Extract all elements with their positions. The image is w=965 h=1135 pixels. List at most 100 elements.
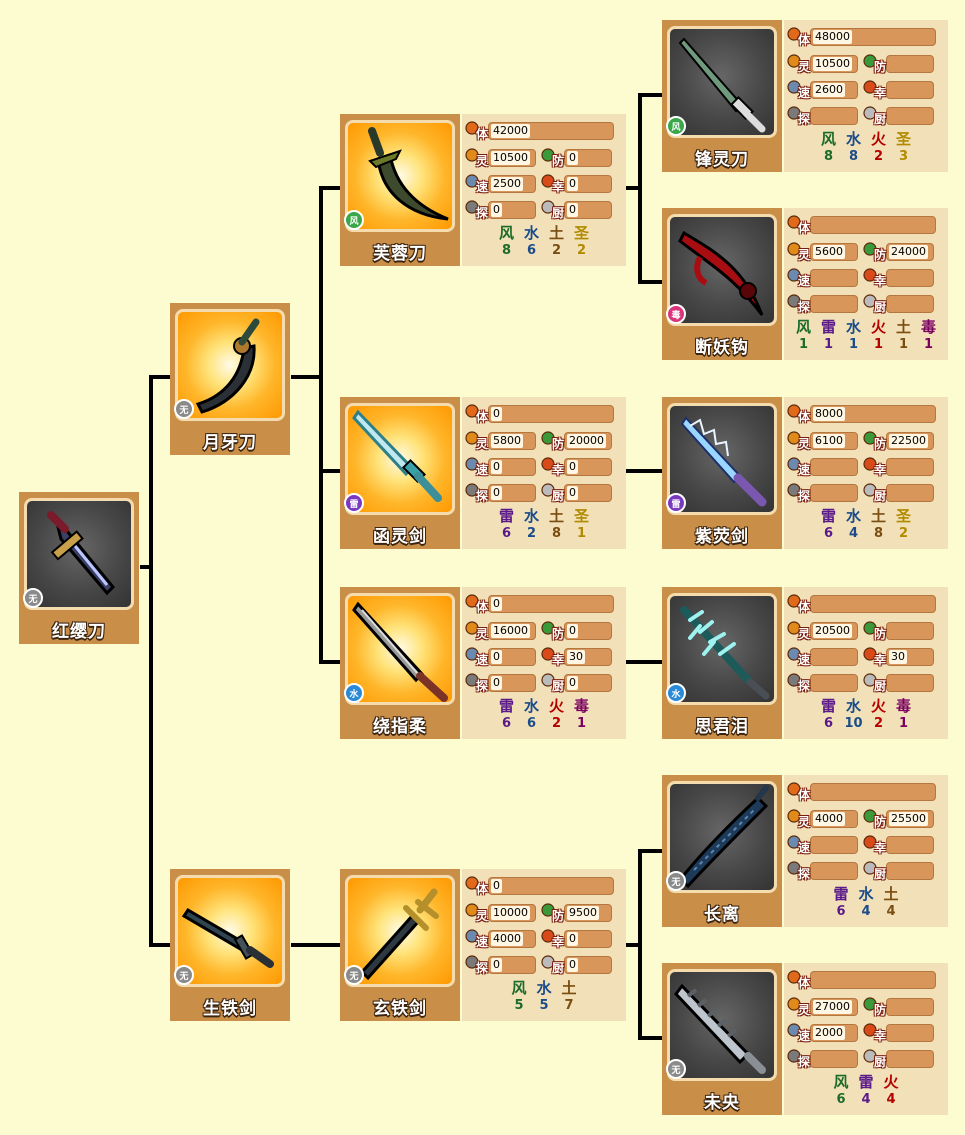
element-value: 6	[501, 716, 512, 731]
stat-label: 体	[797, 976, 810, 990]
element-name: 雷	[498, 507, 514, 525]
weapon-card-sijun[interactable]: 水 思君泪	[662, 587, 782, 739]
element-badge: 无	[344, 965, 364, 985]
stat-ti-value	[810, 216, 936, 234]
stat-ti-value: 0	[488, 595, 614, 613]
stat-tan-icon: 探	[786, 672, 810, 694]
stat-label: 体	[475, 127, 488, 141]
stat-label: 幸	[873, 841, 886, 855]
element-badge: 雷	[344, 493, 364, 513]
weapon-image-frame	[667, 26, 777, 138]
stat-label: 灵	[797, 248, 810, 262]
weapon-card-changli[interactable]: 无 长离	[662, 775, 782, 927]
element-name: 水	[536, 979, 552, 997]
stat-label: 速	[475, 463, 488, 477]
stat-fang-icon: 防	[862, 430, 886, 452]
element-value: 8	[551, 526, 562, 541]
element-badge: 无	[666, 871, 686, 891]
weapon-card-hanling[interactable]: 雷 函灵剑	[340, 397, 460, 549]
stat-label: 体	[797, 788, 810, 802]
weapon-card-raozhi[interactable]: 水 绕指柔	[340, 587, 460, 739]
stat-su-value	[810, 269, 858, 287]
stat-ti-value: 0	[488, 405, 614, 423]
weapon-image-frame	[24, 498, 134, 610]
stat-label: 灵	[797, 60, 810, 74]
stat-label: 体	[797, 410, 810, 424]
stat-ling-value: 4000	[810, 810, 858, 828]
element-name: 毒	[573, 697, 589, 715]
weapon-name: 断妖钩	[695, 338, 749, 358]
weapon-card-hongying[interactable]: 无 红缨刀	[19, 492, 139, 644]
stat-chu-value	[886, 1050, 934, 1068]
weapon-card-duanyao[interactable]: 毒 断妖钩	[662, 208, 782, 360]
stat-ling-icon: 灵	[786, 808, 810, 830]
stat-chu-value: 0	[564, 484, 612, 502]
stat-label: 灵	[797, 1003, 810, 1017]
stat-ti-value: 48000	[810, 28, 936, 46]
stat-chu-icon: 厨	[540, 672, 564, 694]
sword-icon	[348, 406, 452, 512]
stat-label: 厨	[873, 679, 886, 693]
stat-label: 厨	[551, 489, 564, 503]
stat-label: 探	[475, 961, 488, 975]
stat-ling-icon: 灵	[786, 430, 810, 452]
weapon-card-ziying[interactable]: 雷 紫荧剑	[662, 397, 782, 549]
stat-ti-icon: 体	[464, 875, 488, 897]
weapon-name: 绕指柔	[373, 717, 427, 737]
dagger-icon	[27, 501, 131, 607]
element-value: 3	[898, 149, 909, 164]
weapon-name: 未央	[704, 1093, 740, 1113]
stat-label: 幸	[551, 653, 564, 667]
stat-label: 厨	[551, 206, 564, 220]
element-value: 1	[873, 337, 884, 352]
stat-fang-icon: 防	[540, 620, 564, 642]
weapon-card-fengling[interactable]: 风 锋灵刀	[662, 20, 782, 172]
element-name: 雷	[858, 1073, 874, 1091]
stat-su-value: 0	[488, 458, 536, 476]
stat-label: 幸	[551, 463, 564, 477]
weapon-card-shengtie[interactable]: 无 生铁剑	[170, 869, 290, 1021]
element-name: 风	[511, 979, 527, 997]
stat-ti-icon: 体	[464, 403, 488, 425]
stat-xing-icon: 幸	[540, 456, 564, 478]
stat-chu-icon: 厨	[862, 293, 886, 315]
weapon-card-furong[interactable]: 风 芙蓉刀	[340, 114, 460, 266]
element-value: 6	[526, 716, 537, 731]
weapon-card-yueya[interactable]: 无 月牙刀	[170, 303, 290, 455]
weapon-name: 红缨刀	[52, 622, 106, 642]
element-name: 风	[820, 130, 836, 148]
stat-xing-icon: 幸	[862, 1022, 886, 1044]
stat-ling-icon: 灵	[464, 620, 488, 642]
element-name: 圣	[573, 224, 589, 242]
stat-tan-value: 0	[488, 956, 536, 974]
stat-tan-value	[810, 484, 858, 502]
element-name: 火	[548, 697, 564, 715]
weapon-name: 紫荧剑	[695, 527, 749, 547]
element-value: 8	[501, 243, 512, 258]
element-value: 1	[798, 337, 809, 352]
element-badge: 水	[666, 683, 686, 703]
weapon-card-xuantie[interactable]: 无 玄铁剑	[340, 869, 460, 1021]
stat-su-icon: 速	[464, 928, 488, 950]
stat-xing-icon: 幸	[862, 267, 886, 289]
stat-label: 灵	[475, 627, 488, 641]
weapon-name: 思君泪	[695, 717, 749, 737]
stat-label: 灵	[475, 909, 488, 923]
stat-su-value	[810, 836, 858, 854]
weapon-card-weiyang[interactable]: 无 未央	[662, 963, 782, 1115]
